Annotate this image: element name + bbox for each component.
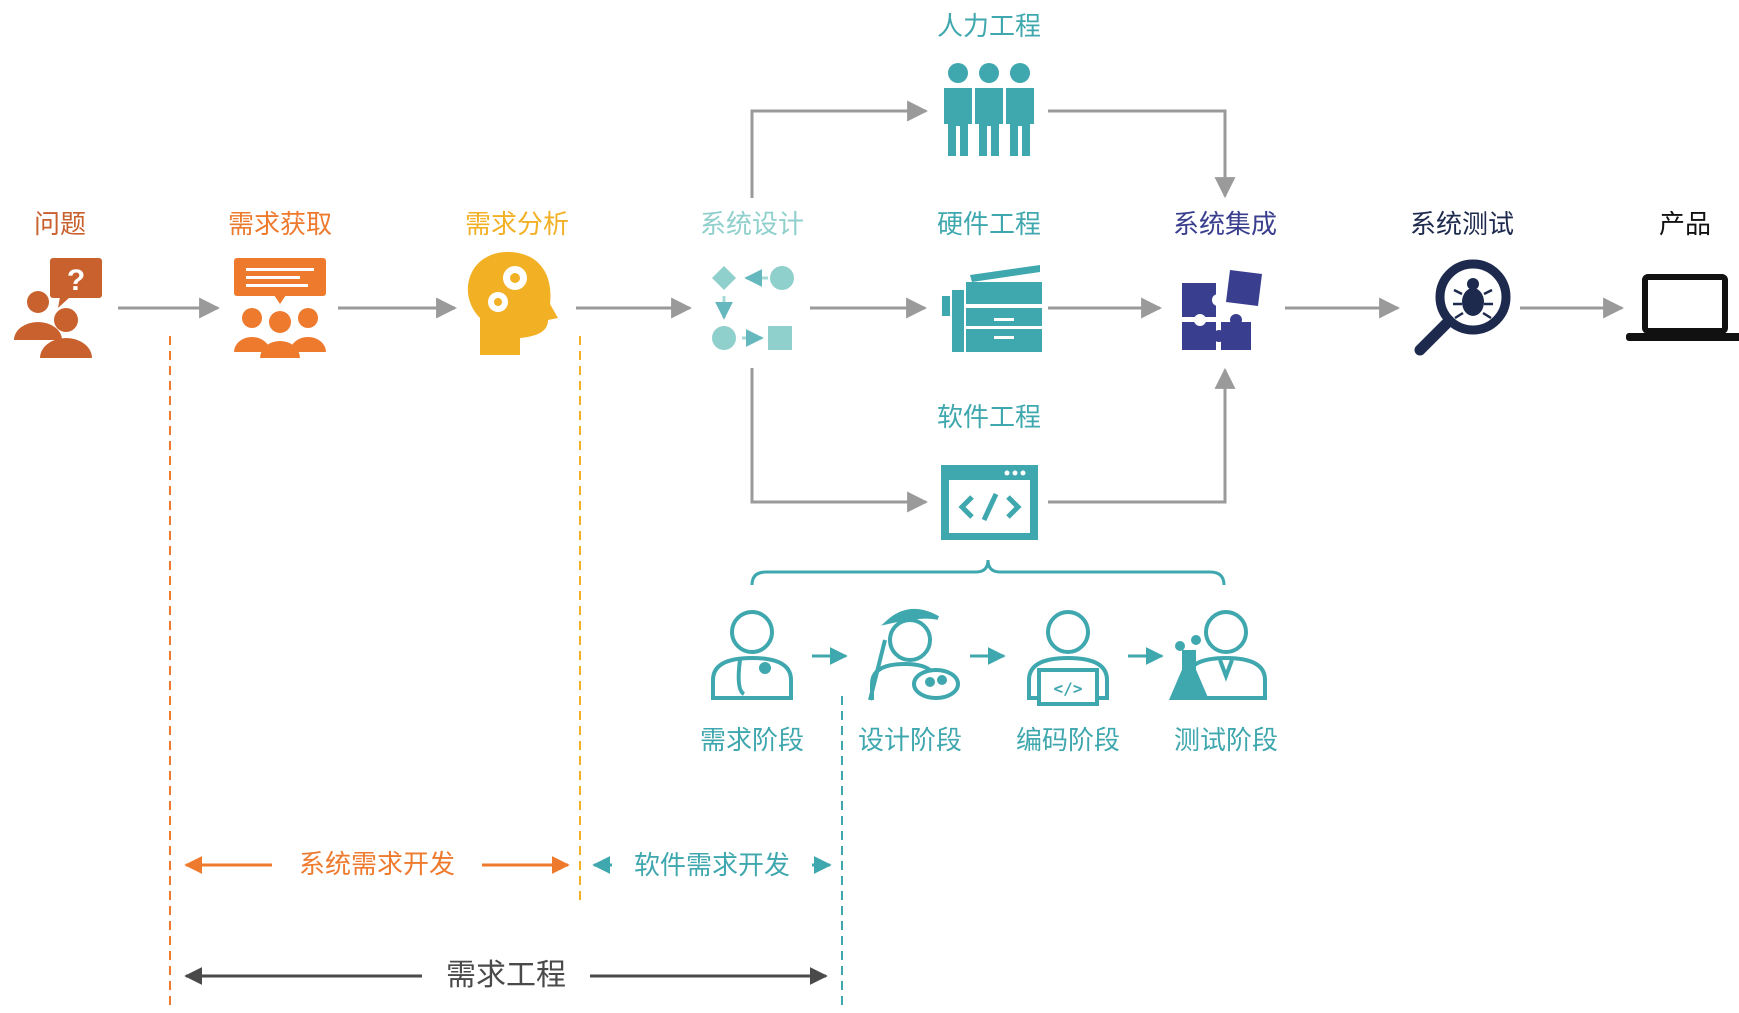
node-label-software: 软件工程 [936,403,1042,433]
node-label-testing: 系统测试 [1409,210,1515,240]
laptop-icon [1626,274,1739,341]
doctor-icon [711,610,793,700]
node-label-integration: 系统集成 [1172,210,1278,240]
node-label-acquisition: 需求获取 [227,210,333,240]
printer-icon [942,265,1042,352]
phase-label-requirements: 需求阶段 [699,726,805,756]
phase-label-coding: 编码阶段 [1015,726,1121,756]
software-phase-brace [750,559,1226,586]
bug-search-icon [1414,259,1511,356]
arrow-design-software [750,368,929,513]
scientist-icon [1168,610,1267,700]
question-people-icon: ? [14,258,102,358]
head-gears-icon [467,251,558,355]
arrow-design-human [750,100,929,198]
svg-text:</>: </> [1054,679,1083,698]
node-label-human: 人力工程 [936,12,1042,42]
node-label-product: 产品 [1658,210,1712,240]
flow-shapes-icon [712,266,794,350]
code-window-icon [941,465,1038,540]
flow-arrows [118,100,1625,513]
arrow-human-integration [1048,109,1236,199]
span-label-software-req: 软件需求开发 [633,851,791,881]
node-label-design: 系统设计 [699,210,805,240]
phase-label-testing: 测试阶段 [1173,726,1279,756]
node-label-problem: 问题 [33,210,87,240]
people-icon [944,63,1034,156]
node-label-hardware: 硬件工程 [936,210,1042,240]
arrow-software-integration [1048,367,1236,504]
meeting-icon [234,258,326,358]
phase-label-design: 设计阶段 [857,726,963,756]
puzzle-icon [1182,270,1262,350]
svg-text:?: ? [67,264,85,297]
artist-icon [868,609,960,701]
span-label-req-engineering: 需求工程 [446,958,566,993]
node-label-analysis: 需求分析 [464,210,570,240]
span-label-system-req: 系统需求开发 [298,850,456,880]
coder-icon: </> [1027,610,1109,706]
